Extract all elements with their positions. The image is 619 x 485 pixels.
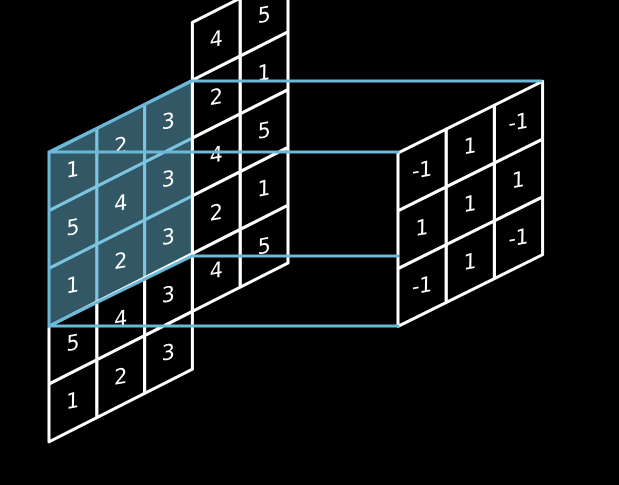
- input-cell-value: 1: [64, 157, 81, 183]
- input-cell-value: 4: [208, 142, 225, 168]
- input-cell-value: 3: [160, 108, 177, 134]
- input-cell-value: 5: [255, 118, 272, 144]
- input-cell-value: 2: [112, 364, 129, 390]
- kernel-cell-value: 1: [462, 249, 479, 275]
- input-cell-value: 1: [255, 60, 272, 86]
- kernel-cell-value: -1: [506, 224, 531, 251]
- input-cell-value: 3: [160, 339, 177, 365]
- input-cell: 5: [238, 203, 290, 289]
- input-cell-value: 3: [160, 282, 177, 308]
- input-cell-value: 2: [208, 200, 225, 226]
- input-cell-border: [238, 203, 290, 289]
- input-cell: 5: [238, 0, 290, 58]
- input-cell: 3: [143, 309, 194, 395]
- input-cell-border: [143, 309, 194, 395]
- input-cell: 4: [190, 227, 242, 313]
- input-cell-value: 1: [255, 175, 272, 201]
- window-outline-top: [47, 79, 194, 154]
- kernel-cell-value: 1: [462, 191, 479, 217]
- kernel-cell: 1: [444, 219, 496, 304]
- input-cell-value: 2: [112, 248, 129, 274]
- kernel-cell-value: -1: [506, 109, 531, 136]
- kernel-cell-border: [492, 195, 545, 281]
- input-cell-value: 5: [255, 233, 272, 259]
- input-cell-value: 1: [64, 272, 81, 298]
- window-outline: [47, 150, 194, 329]
- kernel-cell: -1: [492, 195, 545, 281]
- kernel-cell-value: -1: [410, 272, 435, 299]
- input-cell-value: 3: [160, 166, 177, 192]
- input-cell-highlighted: 3: [143, 194, 194, 280]
- kernel-grid: -1 1 -1 1 1 1 -1 1 -1: [396, 79, 545, 328]
- input-cell-value: 5: [255, 2, 272, 28]
- kernel-cell: -1: [492, 79, 545, 165]
- input-cell-value: 2: [208, 84, 225, 110]
- input-cell-value: 5: [64, 330, 81, 356]
- kernel-cell: -1: [396, 243, 448, 328]
- kernel-cell-value: 1: [413, 215, 430, 241]
- input-cell-value: 3: [160, 224, 177, 250]
- input-cell-value: 4: [208, 26, 225, 52]
- input-cell: 1: [47, 358, 99, 444]
- kernel-cell-value: 1: [510, 167, 527, 193]
- input-cell-highlighted: 4: [95, 160, 147, 246]
- projection-lines: [47, 79, 543, 329]
- input-cell: 2: [95, 334, 147, 420]
- input-cell-value: 4: [112, 306, 129, 332]
- input-cell-value: 4: [208, 257, 225, 283]
- input-cell-value: 1: [64, 388, 81, 414]
- input-cell-value: 5: [64, 214, 81, 240]
- kernel-cell-value: 1: [462, 133, 479, 159]
- input-cell-value: 4: [112, 190, 129, 216]
- kernel-cell-value: -1: [410, 156, 435, 183]
